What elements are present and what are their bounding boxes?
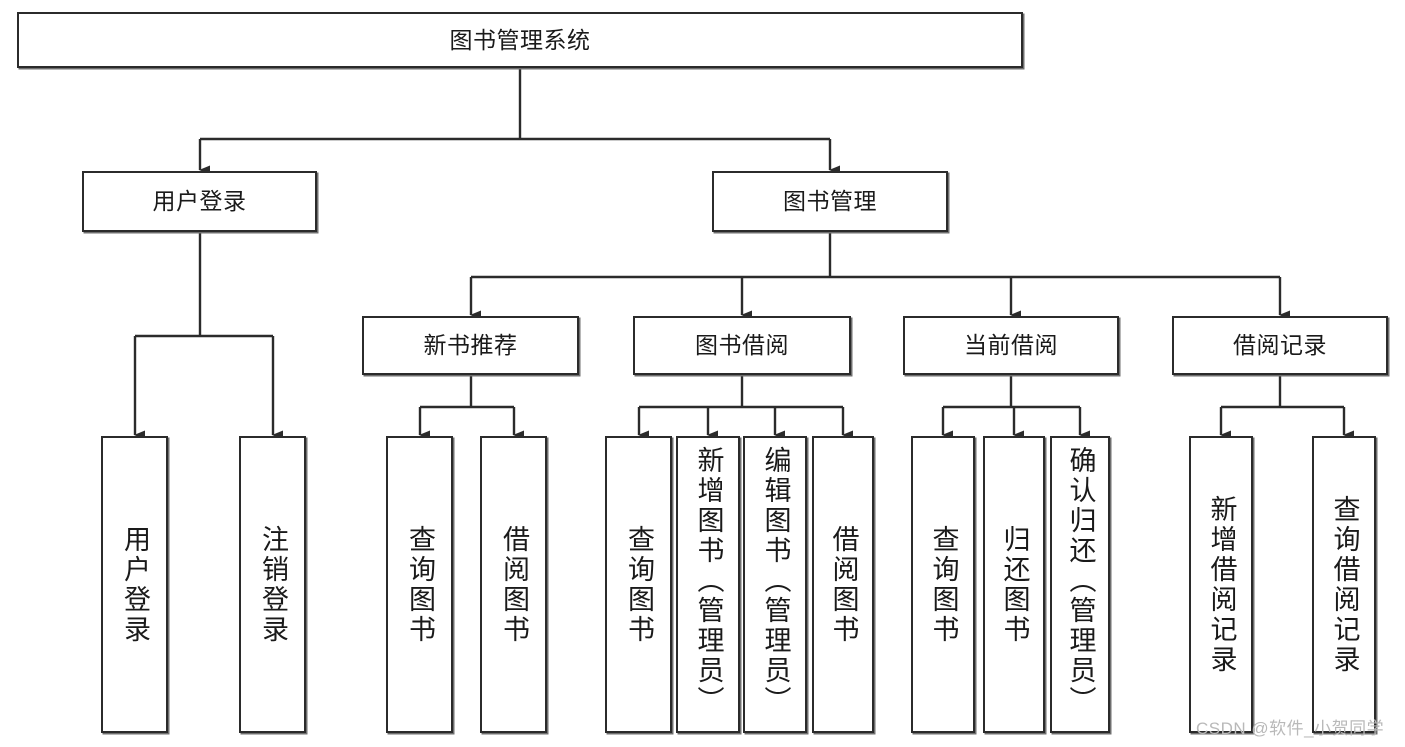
node-leaf-borrow-book-2[interactable]: 借阅图书 xyxy=(812,436,874,733)
node-label: 借阅图书 xyxy=(828,524,859,645)
node-label: 图书管理系统 xyxy=(449,26,591,53)
node-leaf-user-logout[interactable]: 注销登录 xyxy=(239,436,306,733)
node-leaf-user-login[interactable]: 用户登录 xyxy=(101,436,168,733)
node-label: 确认归还（管理员） xyxy=(1065,446,1096,716)
node-label: 新增借阅记录 xyxy=(1206,494,1237,675)
node-label: 查询图书 xyxy=(405,524,435,645)
node-leaf-add-book[interactable]: 新增图书（管理员） xyxy=(676,436,740,733)
node-leaf-query-record[interactable]: 查询借阅记录 xyxy=(1312,436,1376,733)
node-leaf-confirm-return[interactable]: 确认归还（管理员） xyxy=(1050,436,1110,733)
node-label: 归还图书 xyxy=(999,524,1030,645)
node-label: 查询图书 xyxy=(928,524,959,645)
node-leaf-query-book-3[interactable]: 查询图书 xyxy=(911,436,975,733)
node-label: 新增图书（管理员） xyxy=(693,446,724,716)
node-label: 编辑图书（管理员） xyxy=(760,446,791,716)
connector-lines xyxy=(133,68,1354,440)
node-borrow[interactable]: 图书借阅 xyxy=(633,316,851,375)
watermark: CSDN @软件_小贺同学 xyxy=(1196,719,1385,738)
node-leaf-query-book-1[interactable]: 查询图书 xyxy=(386,436,453,733)
node-root[interactable]: 图书管理系统 xyxy=(17,12,1023,68)
node-label: 查询图书 xyxy=(624,524,654,645)
node-bookmgmt[interactable]: 图书管理 xyxy=(712,171,948,232)
node-records[interactable]: 借阅记录 xyxy=(1172,316,1388,375)
node-leaf-add-record[interactable]: 新增借阅记录 xyxy=(1189,436,1253,733)
node-leaf-query-book-2[interactable]: 查询图书 xyxy=(605,436,672,733)
node-label: 当前借阅 xyxy=(964,332,1058,359)
node-leaf-edit-book[interactable]: 编辑图书（管理员） xyxy=(743,436,807,733)
node-leaf-borrow-book-1[interactable]: 借阅图书 xyxy=(480,436,547,733)
node-label: 借阅记录 xyxy=(1233,332,1327,359)
node-label: 用户登录 xyxy=(152,188,247,215)
node-label: 用户登录 xyxy=(120,524,150,645)
node-newbooks[interactable]: 新书推荐 xyxy=(362,316,579,375)
node-label: 新书推荐 xyxy=(423,332,518,359)
node-label: 借阅图书 xyxy=(499,524,529,645)
node-current[interactable]: 当前借阅 xyxy=(903,316,1119,375)
node-label: 图书借阅 xyxy=(695,332,789,359)
node-label: 图书管理 xyxy=(783,188,877,215)
node-login[interactable]: 用户登录 xyxy=(82,171,317,232)
node-label: 注销登录 xyxy=(258,524,288,645)
node-label: 查询借阅记录 xyxy=(1329,494,1360,675)
node-leaf-return-book[interactable]: 归还图书 xyxy=(983,436,1045,733)
